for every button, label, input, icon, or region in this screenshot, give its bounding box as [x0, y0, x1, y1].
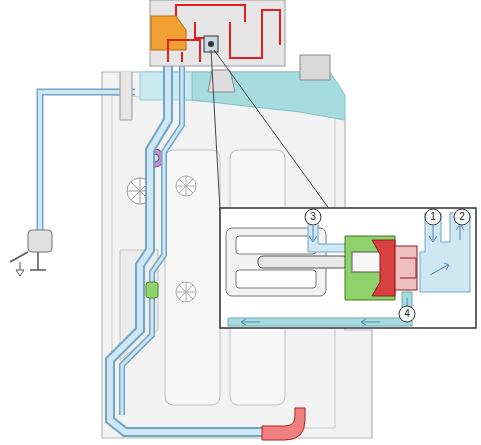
valve-core: [208, 41, 214, 47]
flow-arrow: [429, 226, 437, 242]
drain-elbow: [262, 408, 305, 440]
inner-panel: [165, 150, 220, 405]
detail-inset: [220, 208, 476, 328]
flow-arrow: [456, 224, 464, 240]
inlet-fitting: [120, 72, 132, 120]
water-pipe: [122, 65, 182, 415]
tap-arrow: [16, 262, 24, 276]
spray-star-spokes: [176, 176, 196, 196]
valve: [204, 36, 218, 52]
water-pipe-core: [122, 65, 182, 415]
callout-number: 4: [399, 306, 415, 322]
spray-star-spokes: [176, 282, 196, 302]
green-fitting: [146, 282, 158, 298]
callout-number: 2: [454, 209, 470, 225]
spray-star: [176, 282, 196, 302]
valve-body: [345, 236, 395, 300]
valve-seat: [395, 246, 417, 290]
flow-arrow: [430, 263, 449, 275]
flow-arrow: [309, 226, 317, 242]
plunger: [258, 256, 348, 268]
callout-number: 3: [305, 209, 321, 225]
red-flow-path: [168, 5, 280, 62]
seat-detail: [400, 258, 416, 278]
callout-number: 1: [425, 209, 441, 225]
coil-slot: [236, 236, 316, 254]
aquastop-valve: [28, 230, 52, 252]
callout-circle: [425, 209, 441, 225]
callout-circle: [399, 306, 415, 322]
leader-line: [211, 50, 330, 210]
callout-circle: [305, 209, 321, 225]
tap-connection: [10, 252, 46, 270]
coil-slot: [236, 270, 316, 288]
side-fitting: [300, 55, 330, 80]
callout-circle: [454, 209, 470, 225]
flow-arrow: [241, 319, 380, 325]
diaphragm: [372, 240, 395, 296]
spray-star: [176, 176, 196, 196]
top-unit: [150, 0, 285, 66]
